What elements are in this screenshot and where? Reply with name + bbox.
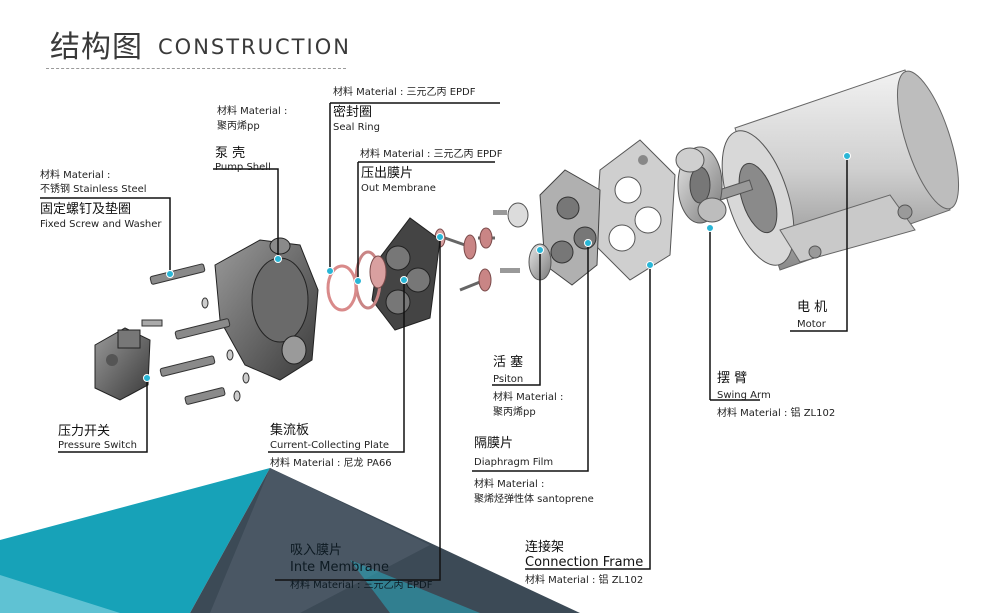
pressure-switch-en: Pressure Switch — [58, 440, 137, 451]
piston-material: 聚丙烯pp — [493, 407, 536, 418]
seal-ring-material: 材料 Material : 三元乙丙 EPDF — [333, 87, 476, 98]
motor-en: Motor — [797, 319, 826, 330]
swing-arm-part — [675, 146, 727, 224]
motor-cn: 电 机 — [797, 300, 828, 315]
swing-arm-en: Swing Arm — [717, 390, 771, 401]
pressure-switch-part — [94, 327, 151, 401]
diaphragm-material-label: 材料 Material : — [474, 479, 545, 490]
connection-frame-part — [594, 139, 676, 281]
piston-cn: 活 塞 — [493, 355, 524, 370]
piston-material-label: 材料 Material : — [493, 392, 564, 403]
inte-membrane-cn: 吸入膜片 — [290, 543, 343, 558]
fixed-screw-en: Fixed Screw and Washer — [40, 219, 162, 230]
piston-en: Psiton — [493, 374, 524, 385]
fixed-screw-cn: 固定螺钉及垫圈 — [40, 202, 132, 217]
pump-shell-material-label: 材料 Material : — [217, 106, 288, 117]
diaphragm-cn: 隔膜片 — [474, 436, 514, 451]
fixed-screw-material: 不锈钢 Stainless Steel — [40, 184, 147, 195]
inte-membrane-en: Inte Membrane — [290, 560, 389, 575]
motor-body — [710, 69, 960, 271]
pump-shell-cn: 泵 壳 — [215, 146, 246, 161]
inte-membrane-material: 材料 Material : 三元乙丙 EPDF — [290, 580, 433, 591]
diaphragm-material: 聚烯烃弹性体 santoprene — [474, 494, 594, 505]
out-membrane-en: Out Membrane — [361, 183, 436, 194]
page-title-en: CONSTRUCTION — [158, 35, 351, 59]
pressure-switch-cn: 压力开关 — [58, 424, 111, 439]
pump-shell-part — [214, 237, 319, 381]
connection-frame-material: 材料 Material : 铝 ZL102 — [525, 575, 644, 586]
collecting-plate-material: 材料 Material : 尼龙 PA66 — [270, 458, 392, 469]
connection-frame-en: Connection Frame — [525, 555, 644, 570]
screws — [141, 263, 250, 405]
diaphragm-en: Diaphragm Film — [474, 457, 554, 468]
seal-ring-en: Seal Ring — [333, 122, 380, 133]
out-membrane-material: 材料 Material : 三元乙丙 EPDF — [360, 149, 503, 160]
pump-shell-en: Pump Shell — [215, 162, 271, 173]
seal-ring-part — [326, 264, 358, 312]
swing-arm-material: 材料 Material : 铝 ZL102 — [717, 408, 836, 419]
connection-frame-cn: 连接架 — [525, 540, 565, 555]
pump-shell-material: 聚丙烯pp — [217, 121, 260, 132]
fixed-screw-material-label: 材料 Material : — [40, 170, 111, 181]
title-divider — [46, 68, 346, 69]
swing-arm-cn: 摆 臂 — [717, 371, 748, 386]
collecting-plate-cn: 集流板 — [270, 423, 310, 438]
collecting-plate-part — [371, 217, 441, 331]
seal-ring-cn: 密封圈 — [333, 105, 373, 120]
out-membrane-cn: 压出膜片 — [361, 166, 414, 181]
page-title: 结构图 — [50, 30, 143, 65]
collecting-plate-en: Current-Collecting Plate — [270, 440, 390, 451]
